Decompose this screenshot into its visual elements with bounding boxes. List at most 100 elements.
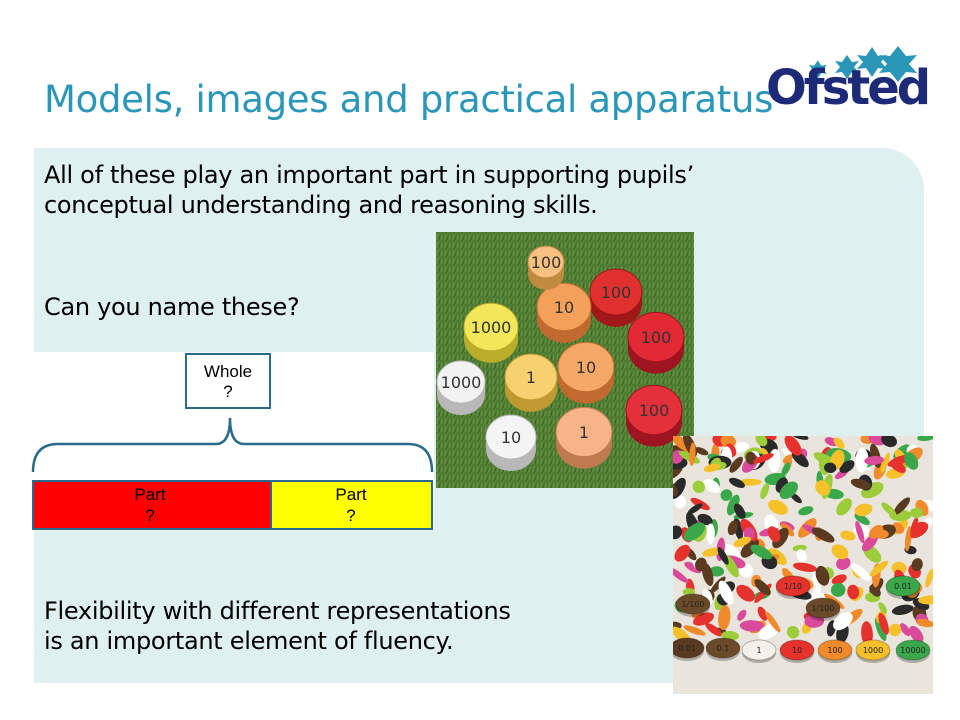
counter-label: 1000	[471, 318, 512, 337]
scattered-counter	[840, 530, 856, 541]
scattered-counter	[683, 625, 706, 636]
decimal-counter-label: 100	[827, 646, 842, 655]
scattered-counter	[674, 544, 691, 562]
counter-top	[485, 414, 537, 460]
counter-label: 1	[526, 368, 536, 387]
scattered-counter	[703, 479, 721, 493]
scattered-counter	[881, 502, 897, 517]
decimal-counter	[779, 639, 815, 661]
scattered-counter	[768, 499, 788, 515]
scattered-counter	[750, 544, 773, 560]
scattered-counter	[910, 517, 919, 539]
scattered-counter	[796, 549, 807, 563]
scattered-counter	[861, 621, 873, 646]
decimal-counter-label: 1000	[863, 646, 883, 655]
decimal-counter	[705, 637, 741, 659]
counter-label: 1	[579, 423, 589, 442]
scattered-counter	[755, 436, 768, 447]
scattered-counter	[869, 560, 889, 577]
counter-top	[557, 341, 615, 393]
scattered-counter	[673, 525, 683, 540]
scattered-counter	[781, 462, 791, 477]
ofsted-logo: Ofsted	[762, 44, 931, 128]
decimal-counter-label: 0.1	[717, 644, 730, 653]
counter-label: 10	[554, 298, 574, 317]
scattered-counter	[904, 452, 919, 470]
scattered-counter	[880, 452, 891, 473]
decimal-counter-label: 1/10	[784, 582, 802, 591]
scattered-counter	[721, 630, 740, 641]
scattered-counter	[784, 436, 802, 456]
decimal-counter-label: 1	[756, 646, 761, 655]
scattered-counter	[850, 478, 871, 490]
scattered-counter	[893, 497, 911, 515]
scattered-counter	[889, 623, 902, 637]
counter-top	[555, 406, 613, 458]
logo-wordmark: Ofsted	[766, 60, 931, 116]
counter-label: 1000	[441, 373, 482, 392]
scattered-counter	[854, 513, 870, 526]
conclusion-line-1: Flexibility with different representatio…	[44, 597, 511, 625]
conclusion-line-2: is an important element of fluency.	[44, 627, 454, 655]
scattered-counter	[911, 558, 923, 572]
scattered-counter	[792, 562, 818, 572]
scattered-counter	[836, 556, 851, 570]
scattered-counter	[718, 580, 734, 605]
scattered-counter	[687, 503, 703, 515]
scattered-counter	[736, 584, 755, 602]
scattered-counter	[839, 460, 855, 474]
decimal-counter	[775, 575, 811, 597]
decimal-counter	[885, 575, 921, 597]
scattered-counter	[673, 483, 678, 497]
scattered-counter	[815, 480, 830, 496]
part-box-2	[270, 480, 433, 530]
scattered-counter	[726, 494, 740, 516]
question-text: Can you name these?	[44, 293, 300, 321]
decimal-counter	[855, 639, 891, 661]
scattered-counter	[831, 544, 849, 560]
decimal-counter-label: 10000	[900, 646, 925, 655]
whole-box	[185, 353, 271, 409]
scattered-counter	[855, 447, 869, 473]
scattered-counter	[815, 565, 830, 586]
decimal-counter-label: 1/100	[681, 600, 704, 609]
scattered-counter	[717, 547, 729, 565]
scattered-counter	[737, 609, 747, 621]
conclusion-text: Flexibility with different representatio…	[44, 596, 511, 656]
decimal-counter	[741, 639, 777, 661]
part-1-value: ?	[145, 506, 154, 525]
counter-top	[504, 353, 558, 401]
scattered-counter	[694, 447, 709, 456]
counter-top	[436, 360, 486, 404]
decimal-counter-label: 10	[792, 646, 802, 655]
scattered-counter	[757, 606, 768, 621]
brace	[31, 417, 434, 473]
decimal-counter-label: 0.01	[894, 582, 912, 591]
decimal-counter-label: 1/100	[811, 604, 834, 613]
scattered-counter	[767, 526, 781, 543]
scattered-counter	[786, 625, 800, 639]
scattered-counter	[758, 623, 779, 640]
scattered-counter	[904, 525, 912, 552]
scattered-counter	[673, 567, 689, 584]
scattered-counter	[833, 612, 853, 631]
scattered-counter	[705, 623, 723, 637]
scattered-counter	[765, 611, 781, 633]
intro-line-1: All of these play an important part in s…	[44, 161, 694, 189]
scattered-counter	[779, 481, 798, 500]
part-box-1	[32, 480, 272, 530]
scattered-counter	[720, 489, 733, 501]
scattered-counter	[831, 574, 847, 585]
part-2-label: Part	[335, 485, 366, 504]
scattered-counter	[864, 455, 885, 465]
counter-label: 100	[531, 253, 562, 272]
scattered-counter	[909, 626, 924, 643]
counter-top	[536, 282, 592, 332]
counter-top	[527, 245, 565, 279]
counter-label: 100	[641, 328, 672, 347]
part-2-value: ?	[346, 506, 355, 525]
